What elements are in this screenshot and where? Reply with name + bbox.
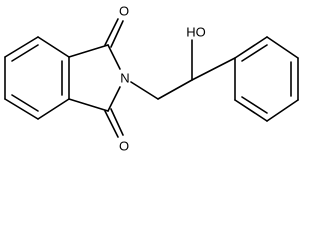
bond-c3a-c4 bbox=[37, 36, 70, 58]
imide-ring bbox=[68, 44, 121, 112]
bond-c6-c7 bbox=[4, 98, 39, 120]
bond-c4-c5 bbox=[4, 36, 39, 58]
bond-ph-1-2 bbox=[234, 36, 268, 59]
carbonyl-bonds bbox=[104, 18, 124, 138]
atom-label-oxygen-bottom: O bbox=[119, 139, 129, 154]
bond-c3-o-b bbox=[110, 108, 124, 136]
bond-inner-c6-c7 bbox=[11, 94, 39, 112]
bond-c1-n bbox=[107, 44, 121, 70]
phthalimide-structure-diagram: O O N HO bbox=[4, 4, 299, 154]
bond-c3a-c1 bbox=[68, 44, 109, 58]
atom-label-hydroxyl: HO bbox=[186, 25, 206, 40]
bond-c7-c7a bbox=[37, 98, 70, 120]
bond-ch2-choh bbox=[157, 79, 193, 100]
phenyl-ring bbox=[234, 36, 299, 122]
side-chain bbox=[130, 39, 236, 100]
isoindole-benzene-ring bbox=[4, 36, 70, 120]
bond-choh-phenyl bbox=[191, 57, 236, 81]
bond-c3-n bbox=[107, 86, 121, 112]
bond-ph-2-3 bbox=[266, 36, 299, 59]
atom-label-nitrogen: N bbox=[120, 71, 129, 86]
bond-ph-inner-5-6 bbox=[241, 96, 268, 114]
bond-ph-inner-1-2 bbox=[241, 44, 268, 62]
bond-c1-o-b bbox=[110, 20, 124, 48]
bond-c7a-c3 bbox=[68, 98, 109, 112]
bond-n-ch2 bbox=[130, 81, 159, 100]
bond-inner-c4-c5 bbox=[11, 44, 39, 62]
bond-c3-o-a bbox=[104, 110, 119, 138]
bond-ph-4-5 bbox=[266, 99, 299, 122]
bond-c1-o-a bbox=[104, 18, 119, 46]
atom-label-oxygen-top: O bbox=[119, 4, 129, 19]
bond-ph-5-6 bbox=[234, 99, 268, 122]
